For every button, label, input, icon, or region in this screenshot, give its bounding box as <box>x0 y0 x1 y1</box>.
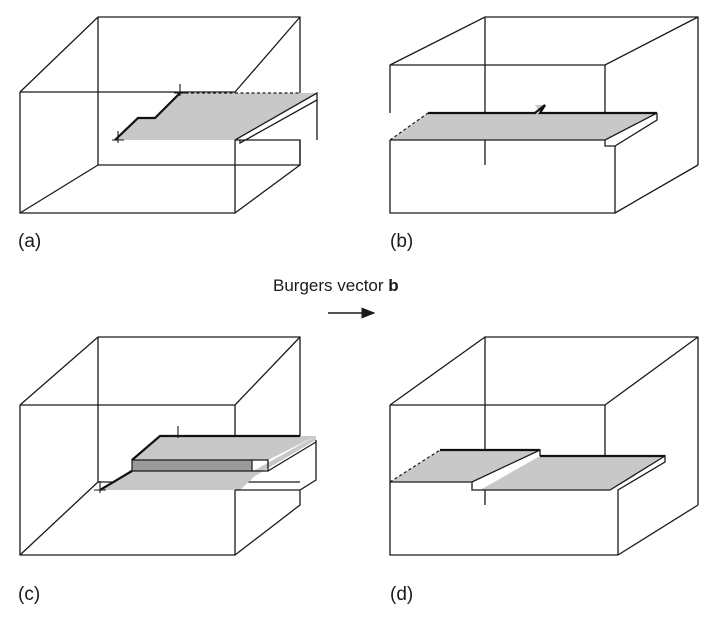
slip-plane <box>115 93 317 140</box>
panel-label-b: (b) <box>390 231 413 252</box>
panel-a: (a) <box>18 16 318 252</box>
panel-b: (b) <box>389 16 699 252</box>
dislocation-line <box>131 434 300 461</box>
burgers-vector-symbol: b <box>388 276 398 295</box>
burgers-vector: Burgers vector b <box>273 276 399 319</box>
step-face <box>131 459 253 472</box>
dislocation-line <box>114 92 181 141</box>
dislocation-line <box>428 104 657 115</box>
svg-text:Burgers vector b: Burgers vector b <box>273 276 399 295</box>
burgers-vector-text: Burgers vector <box>273 276 388 295</box>
slip-plane <box>100 436 316 490</box>
panel-label-a: (a) <box>18 231 41 252</box>
slip-plane <box>390 105 657 140</box>
panel-c: (c) <box>18 336 317 605</box>
panel-d: (d) <box>389 336 699 605</box>
panel-label-c: (c) <box>18 584 40 605</box>
panel-label-d: (d) <box>390 584 413 605</box>
